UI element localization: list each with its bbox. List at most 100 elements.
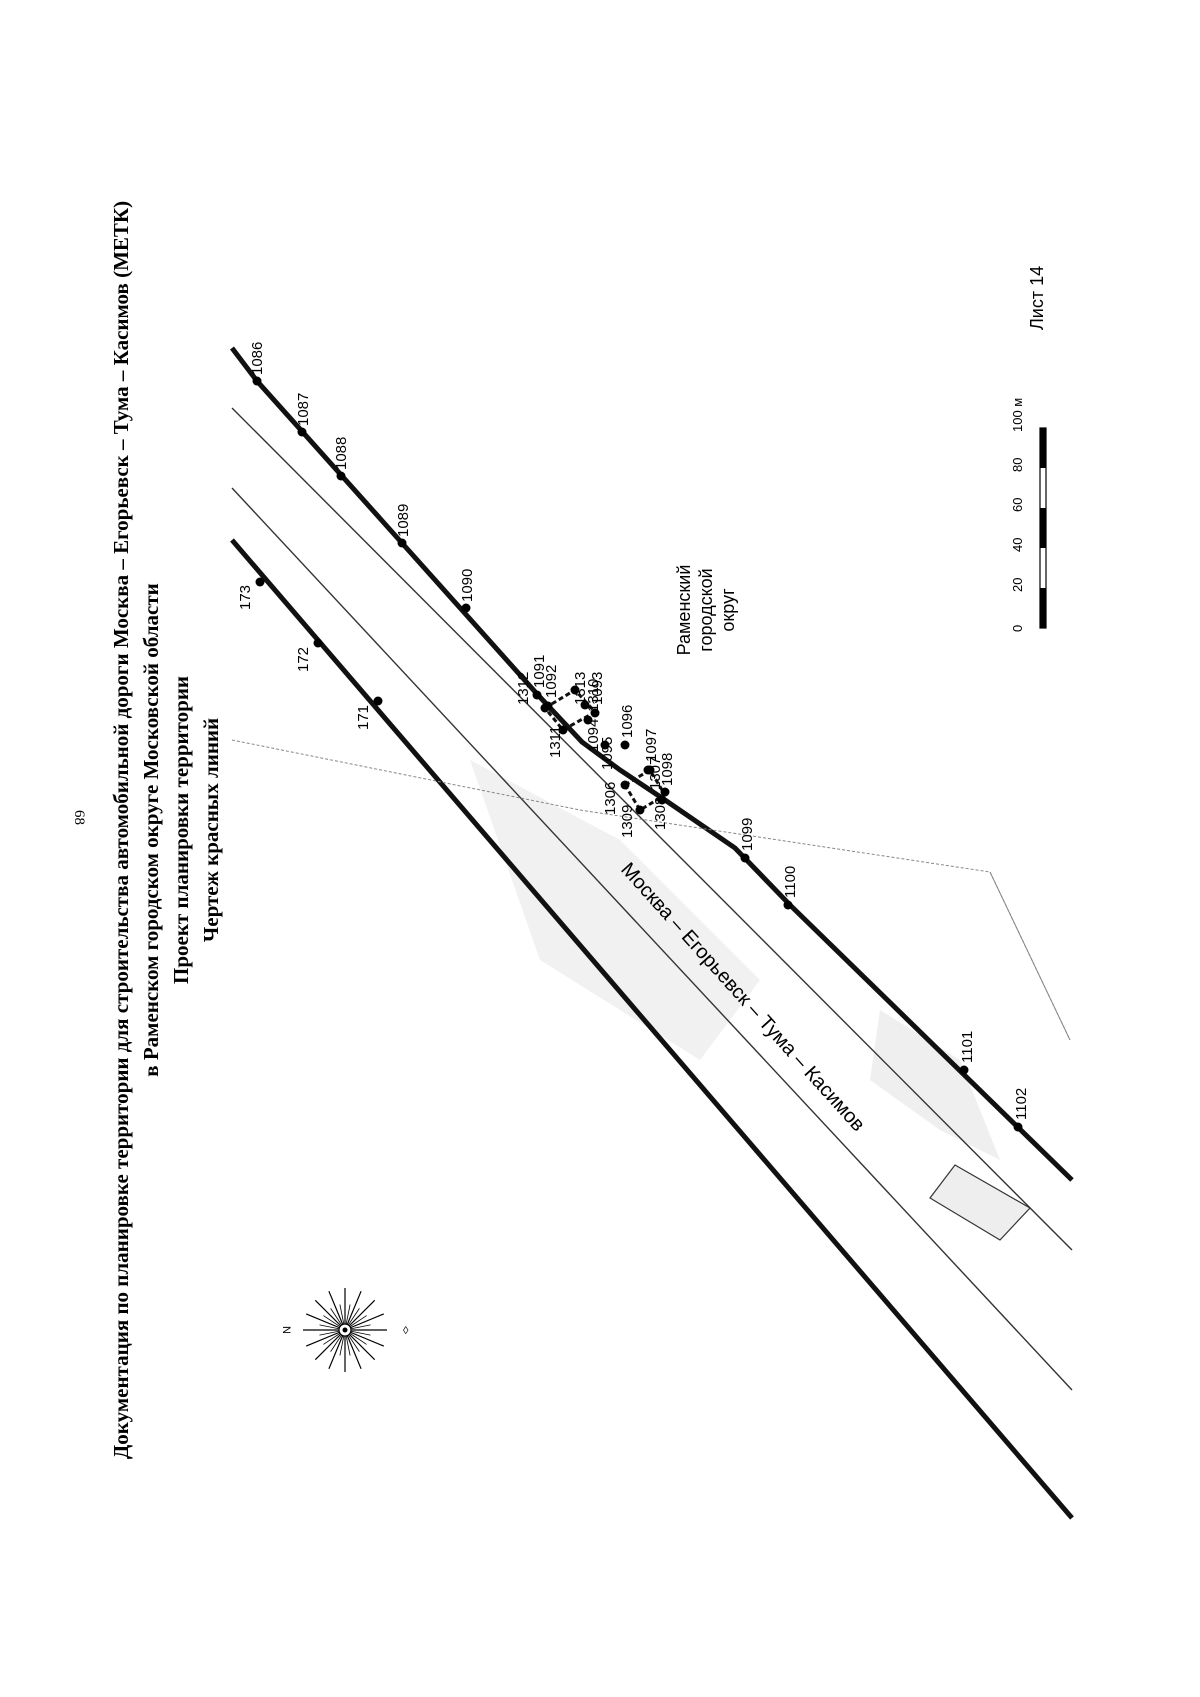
compass-ray: [305, 1329, 346, 1347]
point-label-1093: 1093: [589, 672, 606, 705]
point-marker-1098: [660, 787, 670, 797]
point-label-1307: 1307: [647, 757, 664, 790]
scale-bar: 0 20 40 60 80 100 м: [1010, 398, 1047, 632]
compass-ray: [344, 1299, 376, 1331]
point-marker-1309: [635, 805, 645, 815]
point-label-1087: 1087: [295, 393, 312, 426]
title-line-1: Документация по планировке территории дл…: [109, 201, 133, 1459]
scale-tick-label: 40: [1010, 538, 1025, 552]
point-label-1102: 1102: [1013, 1088, 1030, 1120]
scale-tick-label: 0: [1010, 625, 1025, 632]
parcel-square: [929, 1164, 1031, 1241]
title-line-3: Проект планировки территории: [169, 676, 193, 984]
point-marker-1102: [1013, 1122, 1023, 1132]
point-marker-172: [313, 638, 323, 648]
point-label-1097: 1097: [643, 729, 660, 762]
compass-ray: [344, 1313, 385, 1331]
scale-tick-label: 20: [1010, 578, 1025, 592]
point-marker-1312: [540, 703, 550, 713]
point-label-1309: 1309: [619, 805, 636, 838]
point-label-1091: 1091: [531, 655, 548, 688]
district-label: Раменский городской округ: [674, 565, 738, 656]
title-line-4: Чертеж красных линий: [199, 718, 223, 942]
point-marker-1311: [558, 725, 568, 735]
point-label-1092: 1092: [543, 665, 560, 698]
point-marker-1091: [532, 690, 542, 700]
point-marker-1086: [252, 376, 262, 386]
compass-ray: [344, 1329, 362, 1370]
point-marker-171: [373, 696, 383, 706]
lower-red-line: [230, 538, 1074, 1520]
point-marker-1313: [570, 685, 580, 695]
point-marker-1310: [580, 700, 590, 710]
point-label-172: 172: [295, 647, 312, 672]
point-label-1088: 1088: [333, 437, 350, 470]
compass-ray: [328, 1329, 346, 1370]
district-boundary-diagonal: [989, 871, 1071, 1041]
point-marker-1093: [590, 708, 600, 718]
lower-red-line-points: 173 172 171: [237, 577, 383, 730]
point-marker-1090: [461, 603, 471, 613]
point-label-1313: 1313: [572, 672, 589, 705]
point-label-1096: 1096: [619, 705, 636, 738]
point-marker-1308: [657, 795, 667, 805]
point-label-1094: 1094: [585, 719, 602, 752]
point-marker-1088: [336, 471, 346, 481]
point-marker-1306: [620, 780, 630, 790]
point-marker-1094: [583, 715, 593, 725]
point-marker-173: [255, 577, 265, 587]
compass-rose: N ◊: [280, 1288, 409, 1372]
compass-arrow-glyph: ◊: [403, 1325, 409, 1337]
scale-tick-label: 60: [1010, 498, 1025, 512]
page-number: 68: [71, 810, 87, 825]
compass-ray: [344, 1290, 362, 1331]
center-edge-line: [231, 407, 1073, 1251]
point-marker-1087: [297, 427, 307, 437]
point-marker-1096: [620, 740, 630, 750]
point-marker-1100: [783, 900, 793, 910]
upper-red-line: [230, 346, 1074, 1182]
compass-ray: [344, 1329, 376, 1361]
point-label-1310: 1310: [585, 679, 602, 712]
compass-north-letter: N: [280, 1326, 292, 1334]
compass-ray: [314, 1299, 346, 1331]
sheet-label: Лист 14: [1027, 266, 1047, 330]
point-label-1312: 1312: [515, 672, 532, 705]
district-label-line-1: Раменский: [674, 565, 694, 656]
compass-ray: [328, 1290, 346, 1331]
background-texture: [470, 760, 1000, 1160]
compass-ray: [314, 1329, 346, 1361]
point-marker-1089: [397, 538, 407, 548]
point-label-1089: 1089: [395, 504, 412, 537]
point-label-1098: 1098: [659, 753, 676, 786]
title-line-2: в Раменском городском округе Московской …: [139, 583, 163, 1077]
point-label-1100: 1100: [782, 866, 799, 898]
title-block: Документация по планировке территории дл…: [109, 201, 223, 1459]
point-label-171: 171: [355, 705, 372, 730]
scale-tick-label: 100 м: [1010, 398, 1025, 432]
point-label-1099: 1099: [739, 818, 756, 851]
district-label-line-2: городской: [696, 568, 716, 651]
point-marker-1095: [600, 740, 610, 750]
point-marker-1307: [645, 765, 655, 775]
point-label-173: 173: [237, 585, 254, 610]
point-label-1095: 1095: [599, 737, 616, 770]
point-label-1101: 1101: [959, 1031, 976, 1063]
point-label-1306: 1306: [602, 782, 619, 815]
compass-ray: [305, 1313, 346, 1331]
scale-tick-label: 80: [1010, 458, 1025, 472]
point-label-1090: 1090: [459, 569, 476, 602]
point-label-1311: 1311: [547, 726, 564, 758]
point-label-1086: 1086: [249, 342, 266, 375]
lower-edge-line: [231, 487, 1073, 1391]
compass-ray: [344, 1329, 385, 1347]
point-label-1308: 1308: [652, 797, 669, 830]
scale-tick-labels: 0 20 40 60 80 100 м: [1010, 398, 1025, 632]
point-marker-1099: [740, 853, 750, 863]
road-corridor: [230, 346, 1074, 1520]
district-label-line-3: округ: [718, 588, 738, 632]
